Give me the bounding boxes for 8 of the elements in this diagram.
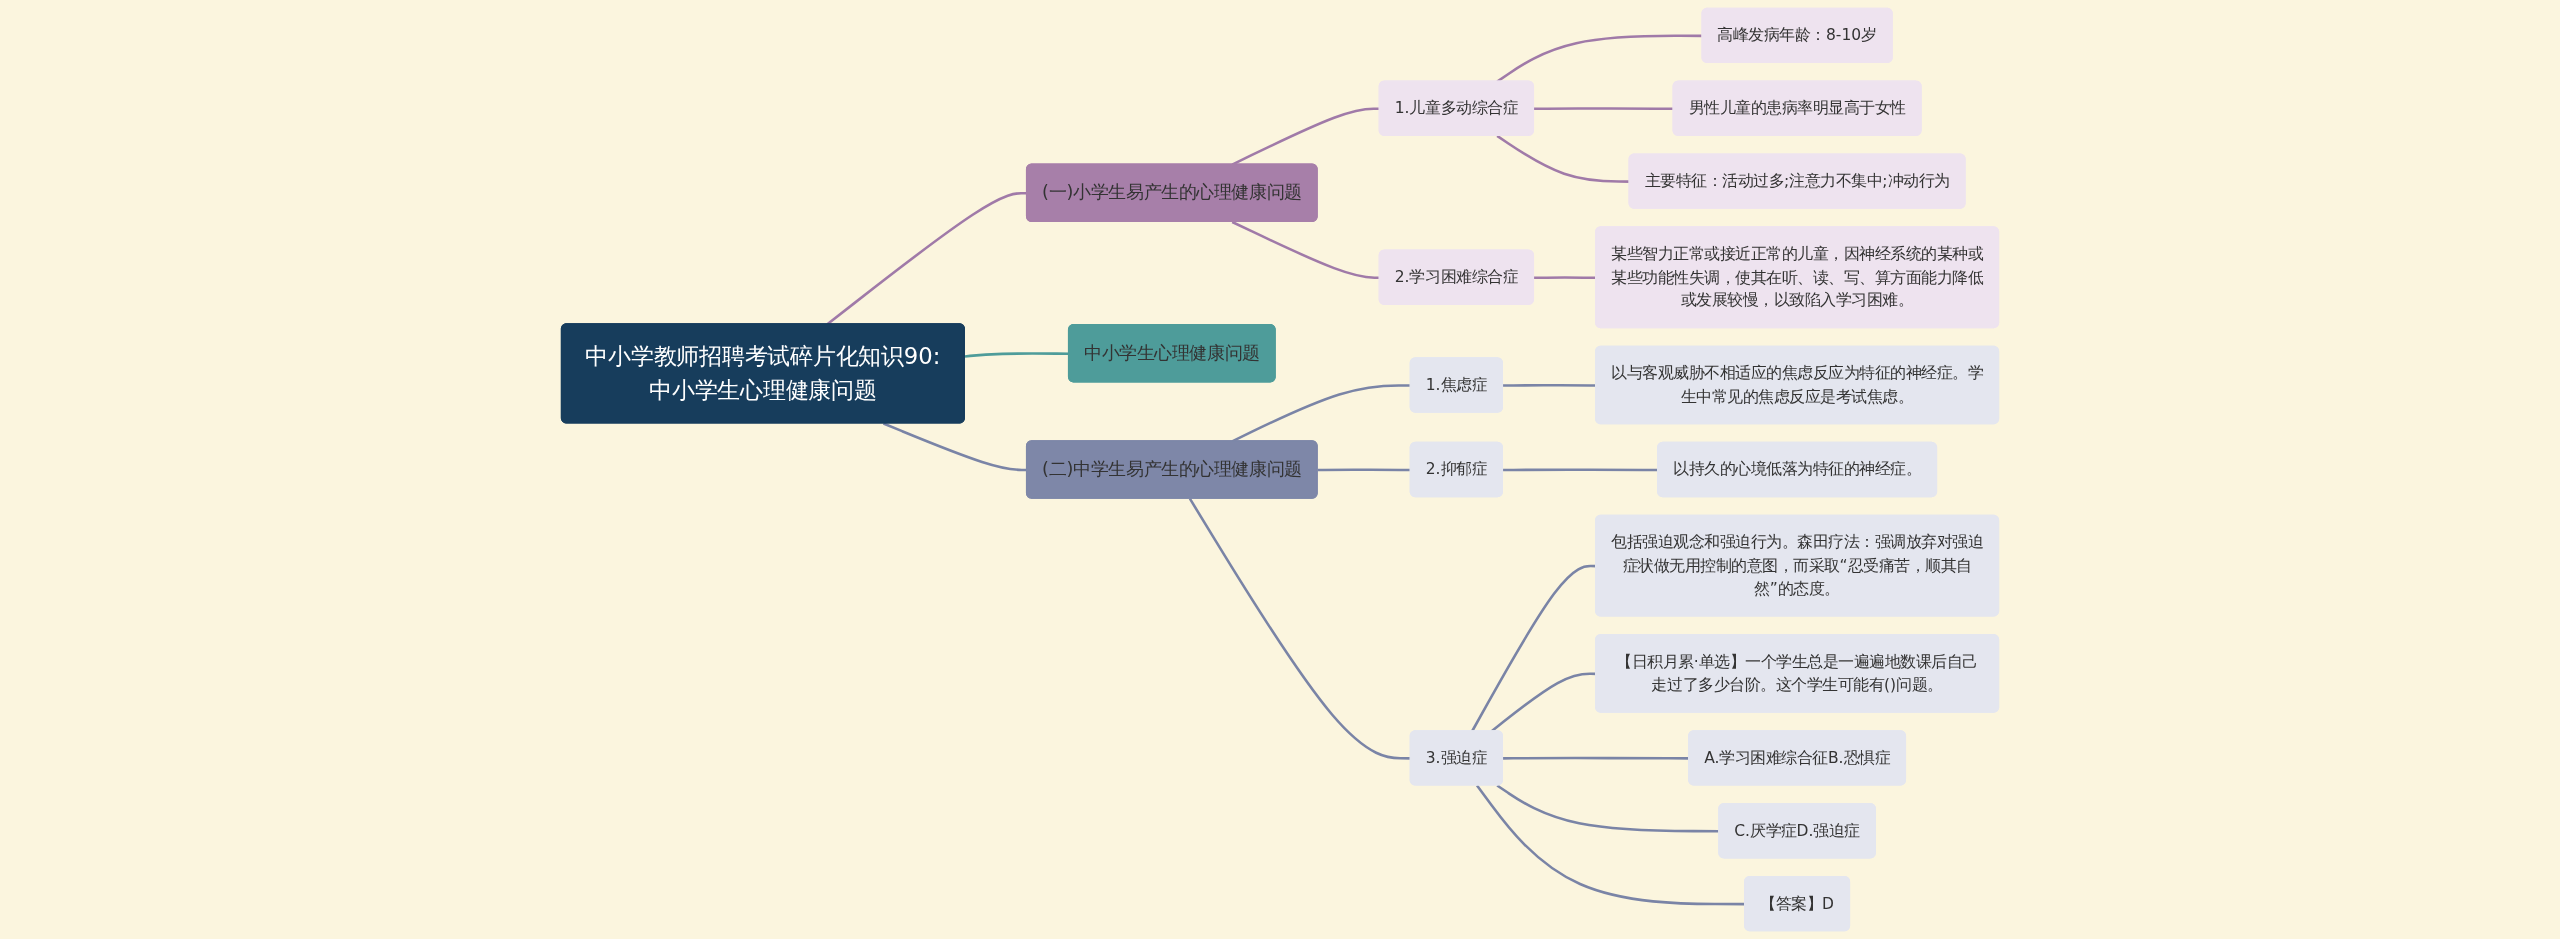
connector — [1534, 107, 1674, 111]
connector — [882, 422, 1027, 472]
connector — [1188, 498, 1411, 760]
connector — [1496, 134, 1630, 183]
connector — [1317, 468, 1411, 472]
connector — [1231, 220, 1380, 280]
connector — [1231, 107, 1380, 166]
connector — [964, 352, 1069, 358]
